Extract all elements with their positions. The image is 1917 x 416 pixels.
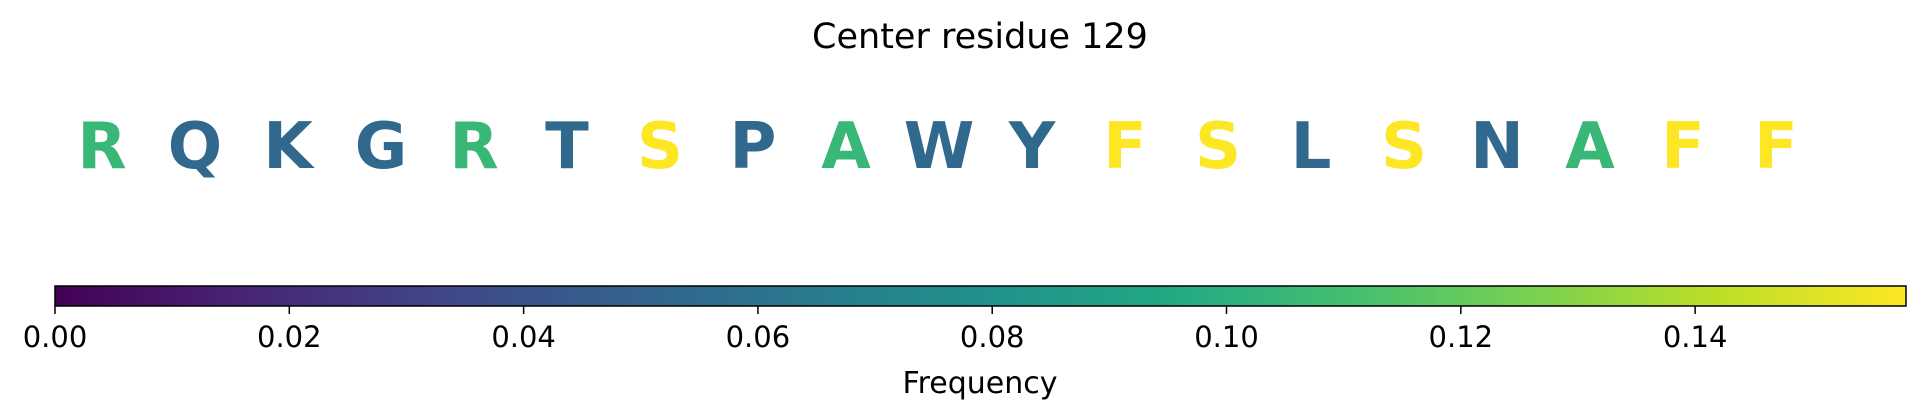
colorbar-tick-label: 0.06 (726, 320, 791, 354)
residue-letter: Q (168, 110, 222, 184)
residue-letter: R (77, 110, 126, 184)
residue-letter: P (730, 110, 777, 184)
residue-letter: G (355, 110, 408, 184)
colorbar-tick-label: 0.14 (1663, 320, 1728, 354)
residue-letter: F (1661, 110, 1705, 184)
residue-letter: A (821, 110, 871, 184)
colorbar-tick-label: 0.08 (960, 320, 1025, 354)
residue-letter: S (1381, 110, 1427, 184)
colorbar-tick-label: 0.04 (491, 320, 556, 354)
residue-letter: A (1565, 110, 1615, 184)
residue-letter: W (904, 110, 975, 184)
residue-letter: R (449, 110, 498, 184)
residue-letter: L (1291, 110, 1332, 184)
residue-letter: F (1754, 110, 1798, 184)
residue-letter: S (637, 110, 683, 184)
colorbar-ticks: 0.00 0.02 0.04 0.06 0.08 0.10 0.12 0.14 (23, 306, 1728, 354)
residue-letter: Y (1008, 110, 1056, 184)
colorbar-tick-label: 0.10 (1194, 320, 1259, 354)
chart-title: Center residue 129 (812, 17, 1148, 57)
colorbar-label: Frequency (903, 366, 1058, 401)
colorbar (54, 285, 1907, 307)
residue-letter: N (1470, 110, 1524, 184)
colorbar-tick-label: 0.00 (23, 320, 88, 354)
residue-letter: F (1103, 110, 1147, 184)
colorbar-tick-label: 0.02 (257, 320, 322, 354)
residue-letter: S (1195, 110, 1241, 184)
residue-letter: K (263, 110, 315, 184)
colorbar-tick-label: 0.12 (1429, 320, 1494, 354)
residue-letter: T (545, 110, 589, 184)
